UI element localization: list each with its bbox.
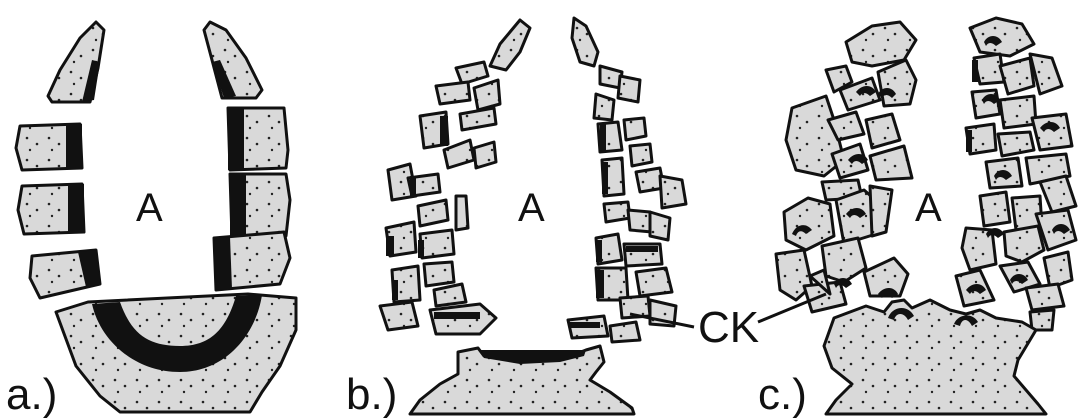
panel-a-right-block-band <box>228 108 244 170</box>
panel-c-center-label: A <box>915 186 942 230</box>
panel-a-label: a.) <box>6 370 57 419</box>
panel-b-right-fragments <box>568 66 686 342</box>
panel-b-center-label: A <box>518 186 545 230</box>
panel-c-label: c.) <box>758 370 807 419</box>
panel-a-right-tip <box>204 22 262 98</box>
panel-c-left-fragments <box>776 22 916 312</box>
panel-a-left-block-band <box>66 124 82 168</box>
panel-c-base <box>824 300 1046 414</box>
panel-a-left-block-band <box>68 184 84 232</box>
panel-b-label: b.) <box>346 370 397 419</box>
panel-a-right-block-band <box>230 174 246 238</box>
panel-b-right-tip <box>572 18 598 66</box>
panel-a-right-block-band <box>214 237 232 290</box>
panel-a-center-label: A <box>136 186 163 230</box>
panel-b-left-tip <box>490 20 530 70</box>
ck-label: CK <box>698 303 759 352</box>
